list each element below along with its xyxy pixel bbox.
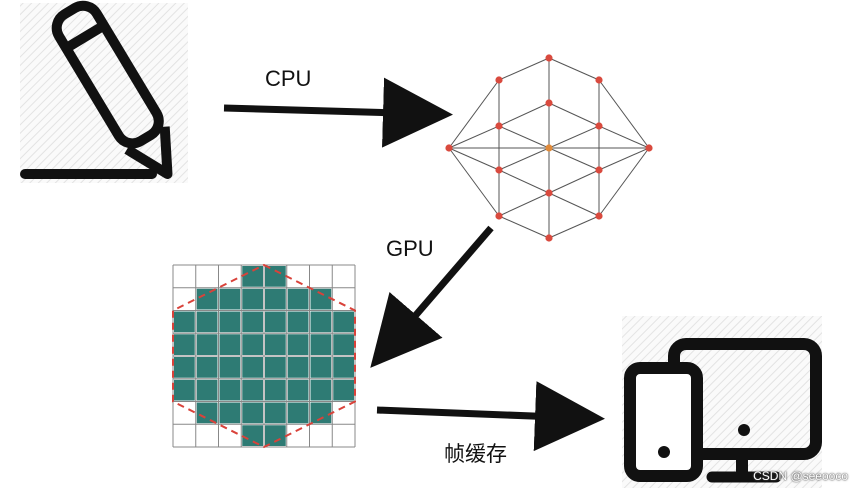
mesh-node <box>595 122 603 130</box>
raster-cell <box>196 402 218 424</box>
raster-cell <box>333 311 354 333</box>
mesh-edge <box>598 147 650 171</box>
mesh-node <box>495 122 503 130</box>
raster-cell <box>265 266 286 287</box>
raster-cell <box>265 379 286 401</box>
mesh-node <box>545 189 553 197</box>
raster-cell <box>310 379 332 401</box>
mesh-node <box>595 76 603 84</box>
raster-cell <box>265 311 286 333</box>
raster-cell <box>219 379 241 401</box>
raster-cell <box>310 357 332 378</box>
raster-cell <box>219 402 241 424</box>
raster-cell <box>242 357 263 378</box>
raster-cell <box>333 334 354 355</box>
raster-cell <box>196 334 218 355</box>
gpu-label: GPU <box>386 236 434 261</box>
raster-cell <box>174 357 195 378</box>
raster-cell <box>219 357 241 378</box>
raster-cell <box>219 311 241 333</box>
mesh-edge <box>598 147 650 217</box>
mesh-edge <box>448 125 500 149</box>
mesh-edge <box>548 147 600 171</box>
raster-cell <box>196 288 218 310</box>
mesh-edge <box>598 125 650 149</box>
raster-cell <box>242 425 263 446</box>
mesh-node <box>445 144 453 152</box>
mesh-edge <box>498 102 550 127</box>
raster-cell <box>310 402 332 424</box>
mesh-edge <box>548 215 600 239</box>
mesh-node <box>545 144 553 152</box>
raster-cell <box>265 402 286 424</box>
raster-cell <box>242 311 263 333</box>
raster-cell <box>287 357 309 378</box>
mesh-edge <box>548 169 600 194</box>
raster-cell <box>287 379 309 401</box>
raster-cell <box>174 379 195 401</box>
raster-cell <box>287 402 309 424</box>
mesh-edge <box>598 79 650 149</box>
mesh-node <box>545 54 553 62</box>
raster-cell <box>265 288 286 310</box>
cpu-arrow <box>223 77 453 148</box>
mesh-edge <box>498 169 550 194</box>
mesh-edge <box>448 147 500 217</box>
watermark: CSDN @seeooco <box>753 469 848 483</box>
gpu-arrow <box>370 225 494 368</box>
mesh-edge <box>498 125 550 149</box>
raster-cell <box>310 334 332 355</box>
framebuffer-label: 帧缓存 <box>444 442 507 466</box>
mesh-node <box>545 234 553 242</box>
mesh-edge <box>448 147 500 171</box>
raster-cell <box>242 379 263 401</box>
pencil-icon <box>20 0 188 183</box>
raster-cell <box>196 379 218 401</box>
devices-icon <box>622 316 822 488</box>
raster-cell <box>265 334 286 355</box>
raster-grid-icon <box>172 263 356 449</box>
raster-cell <box>174 311 195 333</box>
raster-cell <box>219 334 241 355</box>
mesh-node <box>495 76 503 84</box>
hexagon-outline <box>172 263 356 449</box>
raster-cell <box>196 357 218 378</box>
raster-cell <box>196 311 218 333</box>
mesh-edge <box>548 102 600 127</box>
raster-cell <box>174 334 195 355</box>
mesh-node <box>645 144 653 152</box>
mesh-edge <box>448 79 500 149</box>
mesh-edge <box>498 215 550 239</box>
mesh-edge <box>498 57 550 81</box>
framebuffer-arrow <box>376 381 605 452</box>
raster-cell <box>242 402 263 424</box>
raster-cell <box>287 334 309 355</box>
raster-cell <box>310 288 332 310</box>
raster-cell <box>265 357 286 378</box>
mesh-node <box>495 166 503 174</box>
mesh-edge <box>498 147 550 171</box>
mesh-network-icon <box>445 54 653 242</box>
mesh-node <box>595 212 603 220</box>
raster-cell <box>333 379 354 401</box>
mesh-edge <box>548 192 600 217</box>
raster-cell <box>287 288 309 310</box>
raster-cell <box>265 425 286 446</box>
raster-cell <box>242 288 263 310</box>
mesh-node <box>545 99 553 107</box>
raster-cell <box>242 334 263 355</box>
mesh-edge <box>498 192 550 217</box>
cpu-label: CPU <box>265 66 312 91</box>
mesh-edge <box>548 125 600 149</box>
raster-cell <box>287 311 309 333</box>
raster-cell <box>242 266 263 287</box>
raster-cell <box>310 311 332 333</box>
raster-cell <box>333 357 354 378</box>
mesh-node <box>595 166 603 174</box>
mesh-node <box>495 212 503 220</box>
raster-cell <box>219 288 241 310</box>
mesh-edge <box>548 57 600 81</box>
